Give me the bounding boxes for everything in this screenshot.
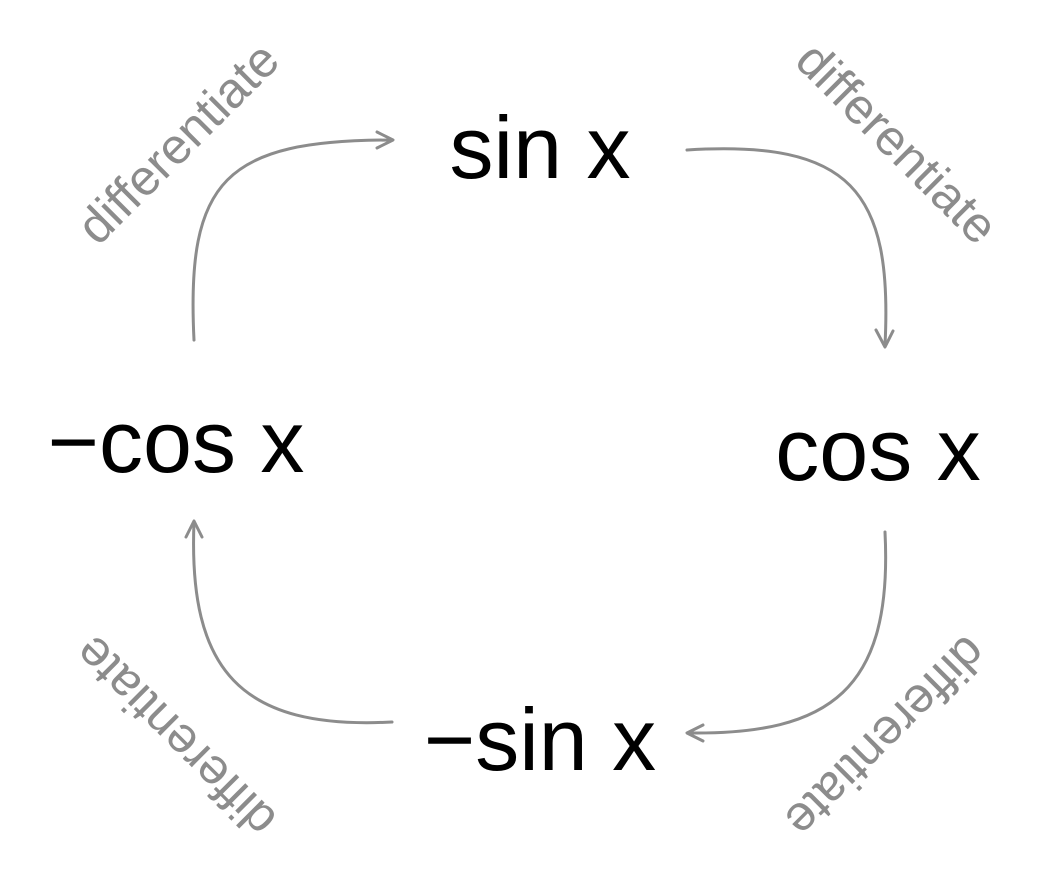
edge-label-top-left: differentiate (66, 31, 290, 255)
node-sin-x: sin x (450, 98, 631, 197)
edge-label-bottom-right: differentiate (774, 625, 998, 849)
node-neg-sin-x: −sin x (424, 690, 656, 789)
edge-label-top-right: differentiate (785, 31, 1009, 255)
node-neg-cos-x: −cos x (48, 392, 305, 491)
arrow-sin-to-cos (685, 147, 895, 349)
node-cos-x: cos x (775, 400, 980, 499)
edge-label-bottom-left: differentiate (63, 625, 287, 849)
arrow-neg-sin-to-neg-cos (184, 519, 394, 725)
arrow-cos-to-neg-sin (685, 530, 888, 743)
arrow-neg-cos-to-sin (191, 130, 395, 342)
